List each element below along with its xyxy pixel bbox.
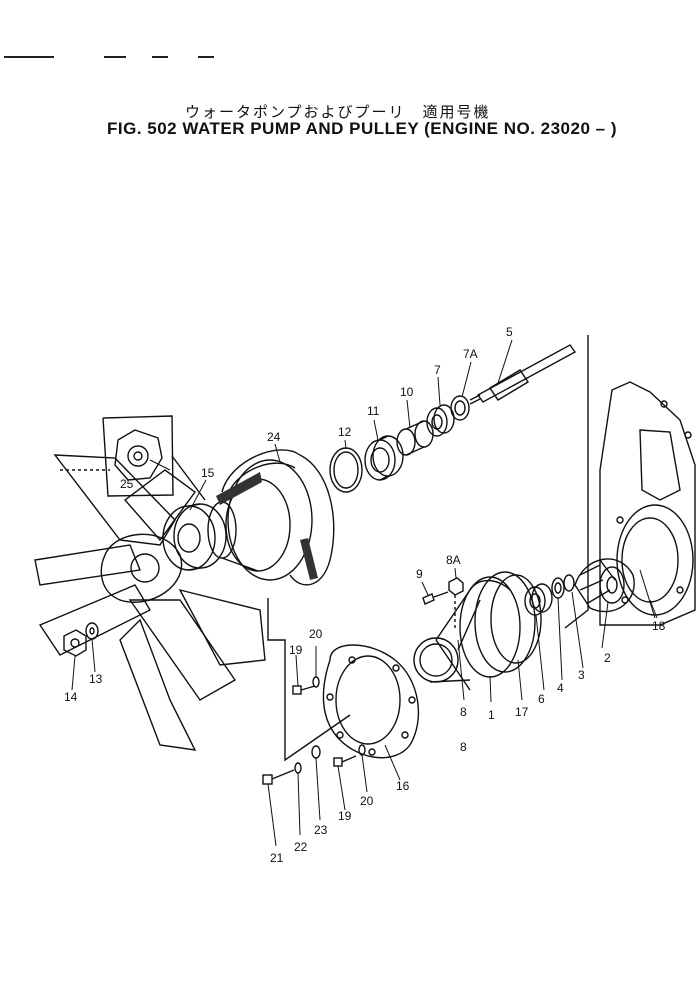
callout-20-upper: 20 <box>309 627 323 641</box>
callout-24: 24 <box>267 430 281 444</box>
callout-25: 25 <box>120 477 134 491</box>
pump-body <box>599 381 696 626</box>
leader-bracket-right <box>564 335 589 629</box>
callout-6: 6 <box>538 692 545 706</box>
callout-8-lower: 8 <box>460 740 467 754</box>
header-rule-1 <box>4 56 54 58</box>
bolt-set <box>262 745 321 785</box>
spacer <box>396 420 434 456</box>
bearing-front <box>364 435 404 481</box>
snap-ring <box>329 447 363 493</box>
callout-5: 5 <box>506 325 513 339</box>
leader-bracket-left <box>267 598 351 762</box>
impeller <box>574 558 635 613</box>
callout-17: 17 <box>515 705 529 719</box>
pump-housing <box>413 571 542 691</box>
seal-small <box>551 574 575 599</box>
callout-18: 18 <box>652 619 666 633</box>
header-rule-4 <box>198 56 214 58</box>
seal-ring <box>450 395 470 421</box>
fan-blades <box>34 454 266 751</box>
pulley <box>207 449 335 586</box>
callout-16: 16 <box>396 779 410 793</box>
callout-15: 15 <box>201 466 215 480</box>
pump-shaft <box>469 344 577 405</box>
callout-21: 21 <box>270 851 284 865</box>
callout-19-upper: 19 <box>289 643 303 657</box>
callout-23: 23 <box>314 823 328 837</box>
callout-20-lower: 20 <box>360 794 374 808</box>
callout-3: 3 <box>578 668 585 682</box>
fan-hub <box>162 503 227 571</box>
callout-4: 4 <box>557 681 564 695</box>
figure-title: FIG. 502 WATER PUMP AND PULLEY (ENGINE N… <box>107 119 617 138</box>
callout-22: 22 <box>294 840 308 854</box>
callout-7: 7 <box>434 363 441 377</box>
cover-bolt-upper <box>292 676 320 695</box>
callout-7a: 7A <box>463 347 478 361</box>
callout-1: 1 <box>488 708 495 722</box>
callout-2: 2 <box>604 651 611 665</box>
header-rule-3 <box>152 56 168 58</box>
callout-10: 10 <box>400 385 414 399</box>
fan-nut <box>63 629 87 657</box>
header-rule-2 <box>104 56 126 58</box>
title-japanese: ウォータポンプおよびプーリ 適用号機 <box>185 103 491 121</box>
callout-labels: 5 7A 7 10 11 12 24 15 25 8A 9 18 2 3 4 6… <box>64 325 666 865</box>
small-bolt <box>422 591 449 605</box>
callout-8A: 8A <box>446 553 461 567</box>
bearing-rear <box>426 404 455 437</box>
callout-13: 13 <box>89 672 103 686</box>
callout-9: 9 <box>416 567 423 581</box>
callout-8-upper: 8 <box>460 705 467 719</box>
pump-cover <box>322 644 420 759</box>
callout-14: 14 <box>64 690 78 704</box>
fan-washer <box>85 622 99 640</box>
callout-12: 12 <box>338 425 352 439</box>
drain-plug <box>448 577 464 630</box>
callout-19-lower: 19 <box>338 809 352 823</box>
leader-lines <box>71 339 658 847</box>
callout-11: 11 <box>367 404 380 418</box>
